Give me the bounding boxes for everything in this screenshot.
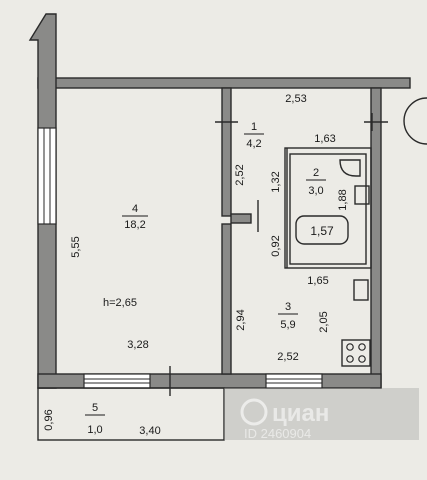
dim-1-57: 1,57: [310, 224, 334, 238]
burner-icon: [346, 355, 354, 363]
dim-1-32: 1,32: [270, 171, 282, 192]
wall-stub-room1: [230, 213, 252, 224]
dim-2-94: 2,94: [235, 309, 247, 330]
balcony: [37, 387, 419, 441]
kitchen-sink-icon: [353, 279, 369, 301]
room-3-area: 5,9: [280, 319, 295, 331]
watermark-id: ID 2460904: [244, 426, 311, 441]
room-4-number: 4: [132, 203, 138, 215]
room-1-number: 1: [251, 121, 257, 133]
stove-icon: [341, 339, 371, 367]
room-labels: 4 18,2 1 4,2 2 3,0 3 5,9 5 1,0 h=2,65: [85, 121, 326, 436]
toilet-icon: [354, 185, 370, 205]
dim-2-53: 2,53: [285, 93, 306, 105]
left-window: [37, 127, 57, 225]
dim-3-40: 3,40: [139, 425, 160, 437]
fixtures: [215, 97, 427, 367]
room-2-number: 2: [313, 167, 319, 179]
dim-5-55: 5,55: [70, 236, 82, 257]
dim-2-05: 2,05: [318, 311, 330, 332]
bathroom-sink-icon: [339, 159, 361, 177]
bathroom-inner-outline: [289, 153, 367, 265]
room-5-area: 1,0: [87, 424, 102, 436]
stair-arc: [403, 97, 427, 145]
dimension-labels: 2,53 1,63 2,52 1,32 1,88 1,57 0,92 5,55 …: [43, 93, 349, 437]
room-5-number: 5: [92, 402, 98, 414]
ceiling-height: h=2,65: [103, 297, 137, 309]
watermark-logo-icon: [240, 398, 268, 426]
watermark: циан ID 2460904: [240, 398, 329, 441]
wall-corridor-left-lower: [221, 223, 232, 375]
dim-1-88: 1,88: [337, 189, 349, 210]
dim-0-96: 0,96: [43, 409, 55, 430]
room-1-area: 4,2: [246, 138, 261, 150]
room-4-area: 18,2: [124, 219, 145, 231]
room-2-area: 3,0: [308, 185, 323, 197]
watermark-brand: циан: [272, 400, 329, 427]
interior-walls: [221, 87, 372, 375]
right-wall: [370, 87, 382, 389]
bathroom-outline: [284, 147, 372, 269]
burner-icon: [346, 343, 354, 351]
bottom-window-left: [83, 373, 151, 389]
dim-1-65: 1,65: [307, 275, 328, 287]
top-wall: [37, 77, 411, 89]
dim-2-52-horizontal: 2,52: [277, 351, 298, 363]
watermark-panel: [224, 388, 419, 440]
dim-1-63: 1,63: [314, 133, 335, 145]
dim-0-92: 0,92: [270, 235, 282, 256]
burner-icon: [358, 355, 366, 363]
dim-3-28: 3,28: [127, 339, 148, 351]
room-3-number: 3: [285, 301, 291, 313]
balcony-outline: [37, 387, 225, 441]
bottom-window-right: [265, 373, 323, 389]
bathtub: [295, 215, 349, 245]
wall-corridor-left-upper: [221, 87, 232, 217]
dim-2-52-vertical: 2,52: [234, 164, 246, 185]
burner-icon: [358, 343, 366, 351]
